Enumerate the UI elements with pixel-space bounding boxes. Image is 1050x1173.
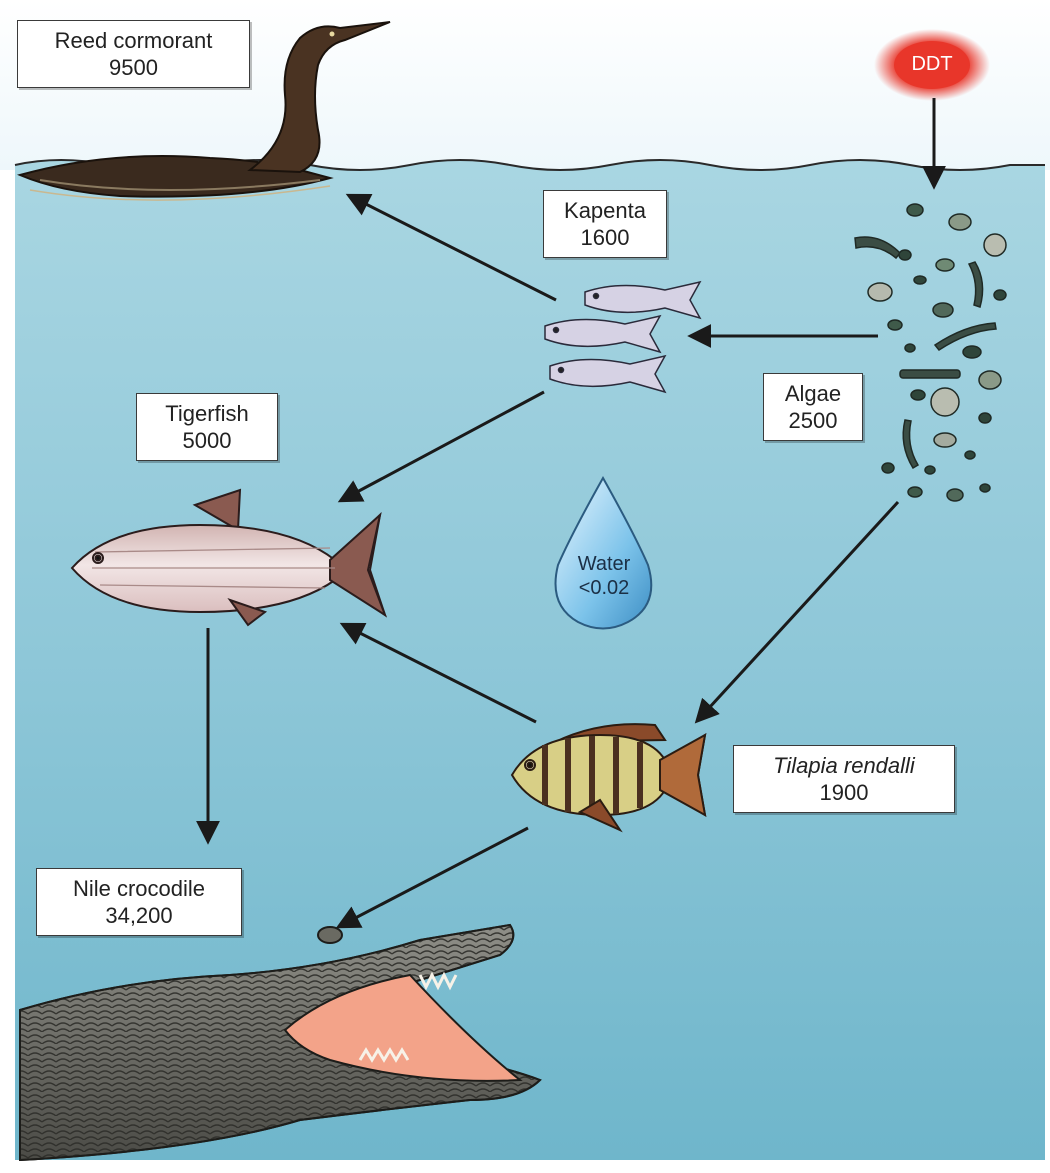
water-label: Water <0.02: [560, 552, 648, 600]
algae-label: Algae 2500: [763, 373, 863, 441]
reed-cormorant-value: 9500: [28, 54, 239, 81]
nile-crocodile-label: Nile crocodile 34,200: [36, 868, 242, 936]
tigerfish-name: Tigerfish: [147, 400, 267, 427]
tilapia-name: Tilapia rendalli: [744, 752, 944, 779]
tigerfish-label: Tigerfish 5000: [136, 393, 278, 461]
nile-crocodile-value: 34,200: [47, 902, 231, 929]
algae-name: Algae: [774, 380, 852, 407]
kapenta-label: Kapenta 1600: [543, 190, 667, 258]
tilapia-value: 1900: [744, 779, 944, 806]
ddt-label: DDT: [894, 53, 970, 76]
nile-crocodile-name: Nile crocodile: [47, 875, 231, 902]
kapenta-name: Kapenta: [554, 197, 656, 224]
tigerfish-value: 5000: [147, 427, 267, 454]
water-value: <0.02: [560, 576, 648, 600]
algae-value: 2500: [774, 407, 852, 434]
kapenta-value: 1600: [554, 224, 656, 251]
tilapia-label: Tilapia rendalli 1900: [733, 745, 955, 813]
reed-cormorant-name: Reed cormorant: [28, 27, 239, 54]
water-name: Water: [560, 552, 648, 576]
reed-cormorant-label: Reed cormorant 9500: [17, 20, 250, 88]
